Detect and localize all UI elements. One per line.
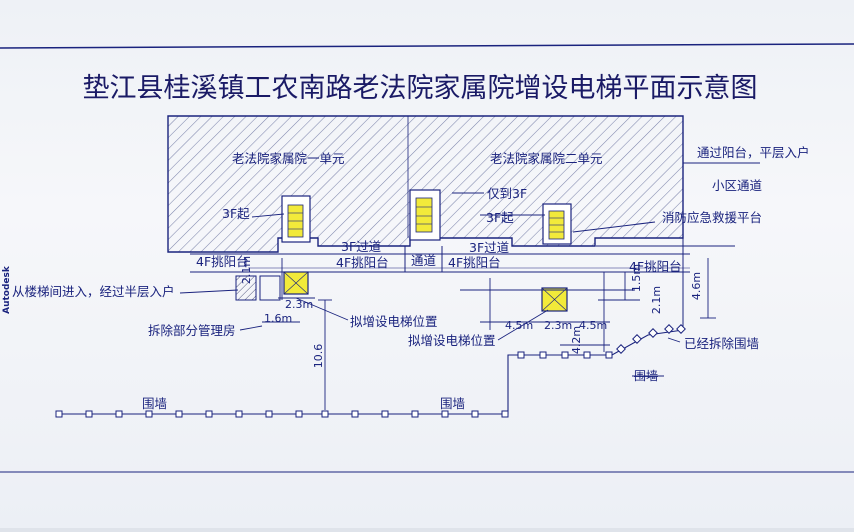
label-4f-balcony-d: 4F挑阳台 xyxy=(629,259,682,274)
label-via-balcony: 通过阳台，平层入户 xyxy=(697,145,810,160)
removed-wall-posts xyxy=(616,324,686,354)
dim-2-3m-b: 2.3m xyxy=(544,319,572,332)
border-top xyxy=(0,43,854,49)
dim-10-6: 10.6 xyxy=(312,344,325,369)
label-passage: 通道 xyxy=(411,253,437,268)
elevator-right xyxy=(541,287,568,312)
label-3f-corridor-b: 3F过道 xyxy=(469,240,510,255)
dim-4-2m: 4.2m xyxy=(570,326,583,354)
dim-1-5m: 1.5m xyxy=(630,264,643,292)
label-elevator-1: 拟增设电梯位置 xyxy=(350,314,438,329)
dim-1-6m: 1.6m xyxy=(264,312,292,325)
dim-2-3m-left: 2.3m xyxy=(285,298,313,311)
dim-4-5m-a: 4.5m xyxy=(505,319,533,332)
right-side-lines xyxy=(572,150,760,330)
label-only-3f: 仅到3F xyxy=(487,186,527,201)
label-fire-platform: 消防应急救援平台 xyxy=(662,210,762,225)
dim-4-5m-b: 4.5m xyxy=(579,319,607,332)
label-wall-1: 围墙 xyxy=(142,396,167,411)
unit1-label: 老法院家属院一单元 xyxy=(232,151,345,166)
label-4f-balcony-b: 4F挑阳台 xyxy=(336,255,389,270)
label-4f-balcony-a: 4F挑阳台 xyxy=(196,254,249,269)
stairwell-middle xyxy=(409,189,441,241)
dim-2-1m-right: 2.1m xyxy=(650,286,663,314)
dim-2-1m-left: 2.1m xyxy=(240,256,253,284)
unit2-label: 老法院家属院二单元 xyxy=(490,151,603,166)
label-community-passage: 小区通道 xyxy=(712,178,763,193)
label-3f-corridor-a: 3F过道 xyxy=(341,239,382,254)
autodesk-label: Autodesk xyxy=(2,265,12,314)
label-demolish-room: 拆除部分管理房 xyxy=(148,323,236,338)
balcony-lines xyxy=(190,246,690,273)
elevator-left xyxy=(235,271,309,301)
leader-lines xyxy=(179,192,681,343)
label-stair-entry: 从楼梯间进入，经过半层入户 xyxy=(12,284,175,299)
label-elevator-2: 拟增设电梯位置 xyxy=(408,333,496,348)
page-title: 垫江县桂溪镇工农南路老法院家属院增设电梯平面示意图 xyxy=(83,73,758,104)
dimension-lines xyxy=(262,258,716,410)
label-wall-removed: 已经拆除围墙 xyxy=(684,336,759,351)
label-3f-start-b: 3F起 xyxy=(486,210,514,225)
stairwell-unit2 xyxy=(542,203,572,245)
dim-4-6m: 4.6m xyxy=(690,272,703,300)
wall-posts xyxy=(55,351,613,418)
label-wall-2: 围墙 xyxy=(440,396,465,411)
label-4f-balcony-c: 4F挑阳台 xyxy=(448,255,501,270)
stairwell-unit1 xyxy=(281,195,311,243)
label-3f-start: 3F起 xyxy=(222,206,250,221)
